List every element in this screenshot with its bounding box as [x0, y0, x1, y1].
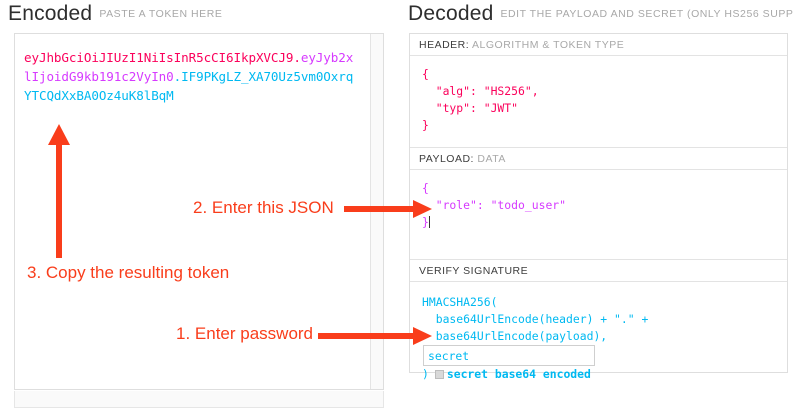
annotation-step-2: 2. Enter this JSON — [193, 198, 334, 217]
decoded-subtitle-text: EDIT THE PAYLOAD AND SECRET (ONLY HS256 … — [500, 8, 793, 20]
hmac-line-1: HMACSHA256( — [422, 295, 498, 309]
payload-json-text: { "role": "todo_user" } — [422, 181, 567, 229]
hmac-line-3: base64UrlEncode(payload), — [422, 329, 608, 343]
encoded-panel-footer — [14, 391, 384, 408]
encoded-token-text[interactable]: eyJhbGciOiJIUzI1NiIsInR5cCI6IkpXVCJ9.eyJ… — [24, 48, 354, 105]
decoded-title-text: Decoded — [408, 2, 494, 25]
token-signature-segment: IF9PKgLZ_XA70Uz5vm0OxrqYTCQdXxBA0Oz4uK8l… — [24, 69, 354, 103]
header-section-label: HEADER: ALGORITHM & TOKEN TYPE — [410, 34, 787, 56]
signature-section-label: VERIFY SIGNATURE — [410, 260, 787, 282]
decoded-column-title: Decoded EDIT THE PAYLOAD AND SECRET (ONLY… — [408, 2, 793, 26]
header-label-strong: HEADER: — [419, 39, 470, 51]
text-cursor — [428, 216, 430, 228]
base64-encoded-checkbox-label: secret base64 encoded — [446, 367, 591, 381]
arrow-to-token-icon — [48, 124, 70, 258]
payload-section-label: PAYLOAD: DATA — [410, 148, 787, 170]
signature-editor: HMACSHA256( base64UrlEncode(header) + ".… — [410, 282, 787, 394]
decoded-panel: HEADER: ALGORITHM & TOKEN TYPE { "alg": … — [409, 33, 788, 381]
encoded-subtitle-text: PASTE A TOKEN HERE — [99, 8, 223, 20]
payload-json-editor[interactable]: { "role": "todo_user" } — [410, 170, 787, 260]
payload-label-strong: PAYLOAD: — [419, 153, 474, 165]
base64-encoded-checkbox[interactable] — [434, 370, 444, 379]
hmac-line-2: base64UrlEncode(header) + "." + — [422, 312, 649, 326]
token-header-segment: eyJhbGciOiJIUzI1NiIsInR5cCI6IkpXVCJ9 — [24, 50, 294, 65]
token-dot-separator-1: . — [293, 50, 301, 65]
encoded-column-title: Encoded PASTE A TOKEN HERE — [8, 2, 222, 26]
payload-label-rest: DATA — [473, 153, 506, 165]
token-dot-separator-2: . — [173, 69, 182, 84]
signature-label-strong: VERIFY SIGNATURE — [419, 265, 529, 277]
annotation-step-3: 3. Copy the resulting token — [27, 263, 230, 282]
token-payload-segment: eyJyb2xlIjoidG9kb191c2VyIn0 — [24, 50, 354, 84]
header-label-rest: ALGORITHM & TOKEN TYPE — [469, 39, 625, 51]
annotation-step-1: 1. Enter password — [176, 324, 314, 343]
arrow-to-payload-icon — [344, 200, 432, 218]
closing-paren: ) — [422, 367, 429, 381]
header-json-editor[interactable]: { "alg": "HS256", "typ": "JWT" } — [410, 56, 787, 148]
arrow-to-secret-icon — [318, 327, 432, 345]
encoded-title-text: Encoded — [8, 2, 93, 25]
secret-input[interactable] — [423, 345, 595, 366]
